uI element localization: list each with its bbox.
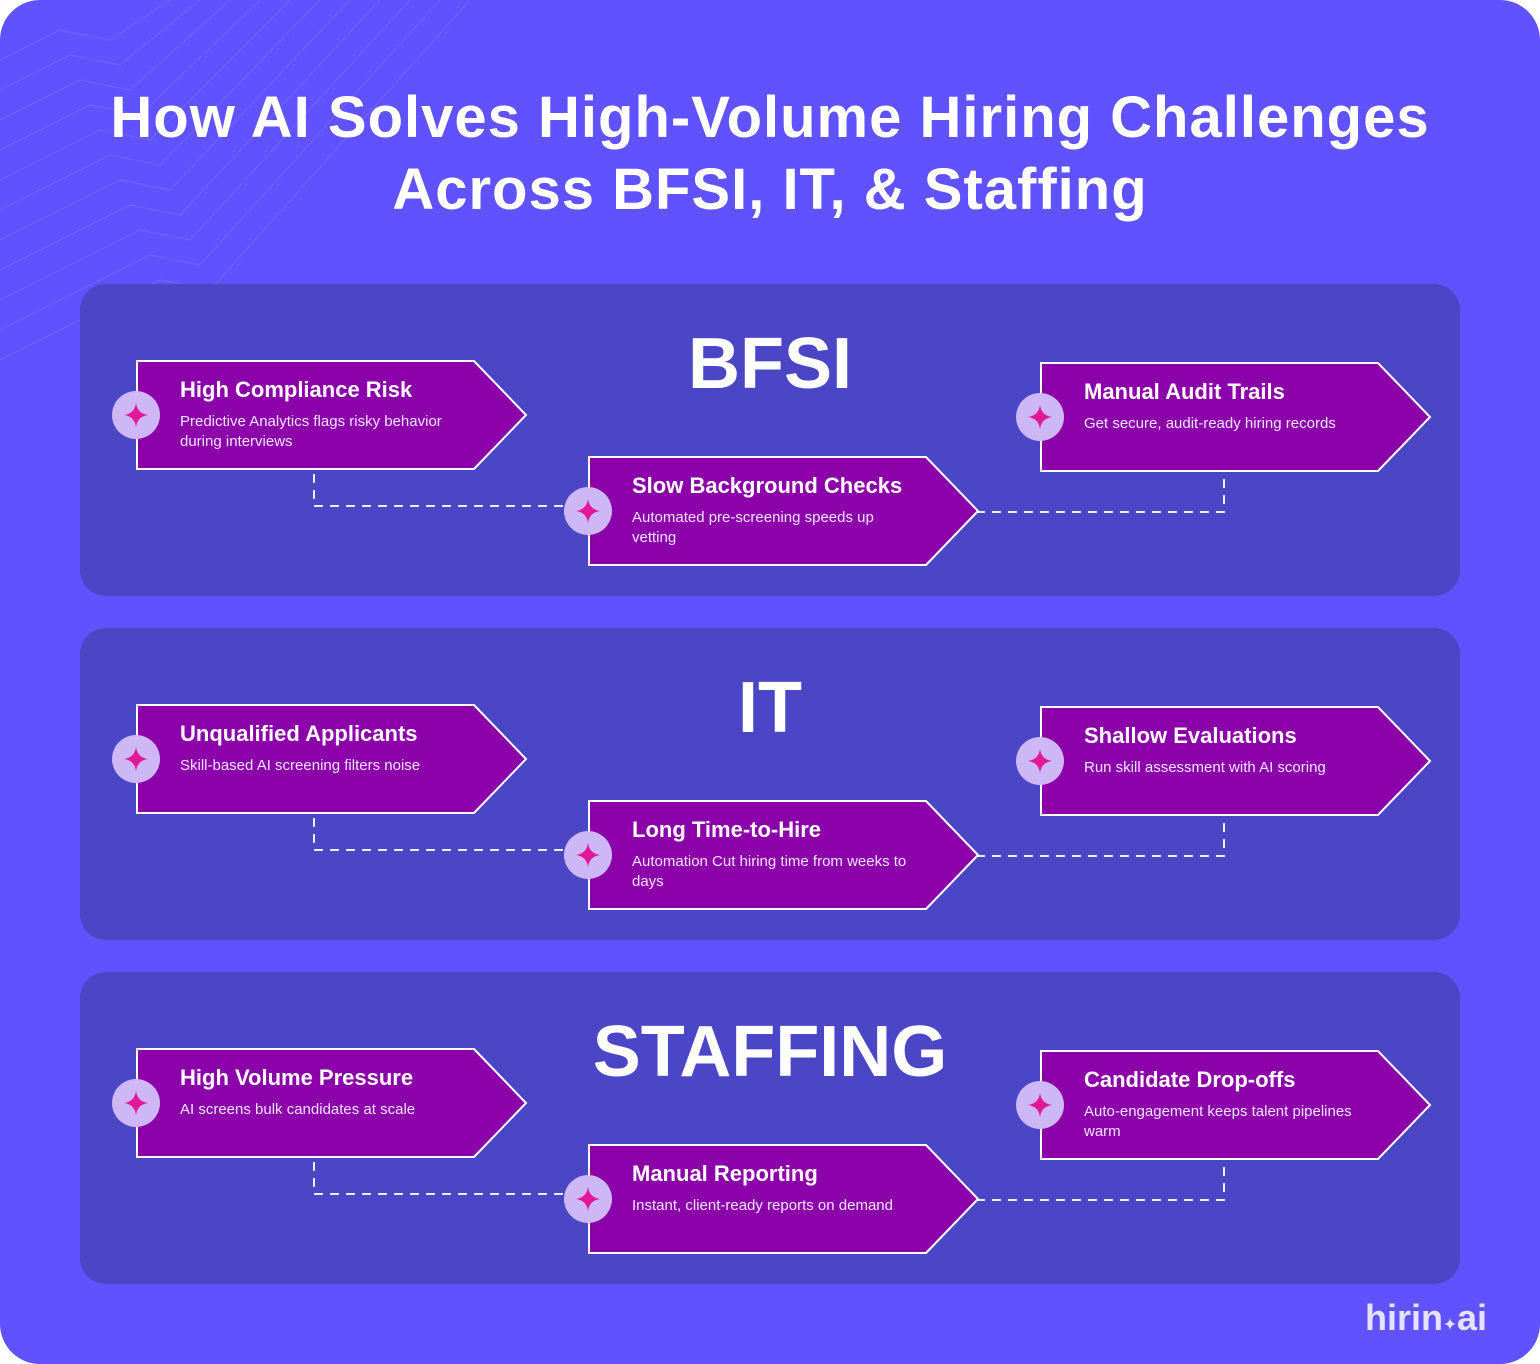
- card-description: Get secure, audit-ready hiring records: [1084, 415, 1336, 432]
- challenge-card: Manual Reporting Instant, client-ready r…: [564, 1144, 980, 1254]
- sparkle-icon: [112, 1079, 160, 1127]
- card-title: Candidate Drop-offs: [1084, 1067, 1296, 1092]
- section-title: BFSI: [687, 324, 852, 404]
- sparkle-icon: [564, 1175, 612, 1223]
- sparkle-icon: [1444, 1318, 1456, 1330]
- card-description: Run skill assessment with AI scoring: [1084, 759, 1326, 776]
- challenge-card: Shallow Evaluations Run skill assessment…: [1016, 706, 1432, 816]
- sparkle-icon: [1016, 1081, 1064, 1129]
- card-title: Manual Audit Trails: [1084, 379, 1285, 404]
- sparkle-icon: [112, 391, 160, 439]
- card-description: Predictive Analytics flags risky behavio…: [180, 413, 442, 450]
- card-title: High Volume Pressure: [180, 1065, 414, 1090]
- sparkle-icon: [1016, 737, 1064, 785]
- sparkle-icon: [112, 735, 160, 783]
- card-description: Automated pre-screening speeds up vettin…: [632, 509, 874, 546]
- connector-lines: [313, 1162, 1225, 1201]
- connector-lines: [313, 818, 1225, 857]
- challenge-card: Slow Background Checks Automated pre-scr…: [564, 456, 980, 566]
- challenge-card: High Compliance Risk Predictive Analytic…: [112, 360, 528, 470]
- connector-lines: [313, 474, 1225, 513]
- card-description: Skill-based AI screening filters noise: [180, 757, 421, 774]
- section-panel-it: IT Unqualified Applicants Skill-based AI…: [80, 628, 1460, 940]
- main-title-line2: Across BFSI, IT, & Staffing: [392, 157, 1148, 222]
- section-title: IT: [738, 668, 802, 748]
- challenge-card: Unqualified Applicants Skill-based AI sc…: [112, 704, 528, 814]
- sparkle-icon: [564, 831, 612, 879]
- challenge-card: High Volume Pressure AI screens bulk can…: [112, 1048, 528, 1158]
- section-title: STAFFING: [592, 1012, 948, 1092]
- challenge-card: Manual Audit Trails Get secure, audit-re…: [1016, 362, 1432, 472]
- sparkle-icon: [1016, 393, 1064, 441]
- card-title: Unqualified Applicants: [180, 721, 418, 746]
- card-description: Automation Cut hiring time from weeks to…: [632, 853, 907, 890]
- card-description: Instant, client-ready reports on demand: [632, 1197, 893, 1214]
- main-title-line1: How AI Solves High-Volume Hiring Challen…: [110, 85, 1430, 150]
- card-title: High Compliance Risk: [180, 377, 413, 402]
- sparkle-icon: [564, 487, 612, 535]
- card-title: Manual Reporting: [632, 1161, 818, 1186]
- card-title: Long Time-to-Hire: [632, 817, 822, 842]
- challenge-card: Long Time-to-Hire Automation Cut hiring …: [564, 800, 980, 910]
- card-description: AI screens bulk candidates at scale: [180, 1101, 416, 1118]
- card-title: Slow Background Checks: [632, 473, 903, 498]
- card-title: Shallow Evaluations: [1084, 723, 1297, 748]
- section-panel-staffing: STAFFING High Volume Pressure AI screens…: [80, 972, 1460, 1284]
- challenge-card: Candidate Drop-offs Auto-engagement keep…: [1016, 1050, 1432, 1160]
- card-description: Auto-engagement keeps talent pipelines w…: [1084, 1103, 1352, 1140]
- section-panel-bfsi: BFSI High Compliance Risk Predictive Ana…: [80, 284, 1460, 596]
